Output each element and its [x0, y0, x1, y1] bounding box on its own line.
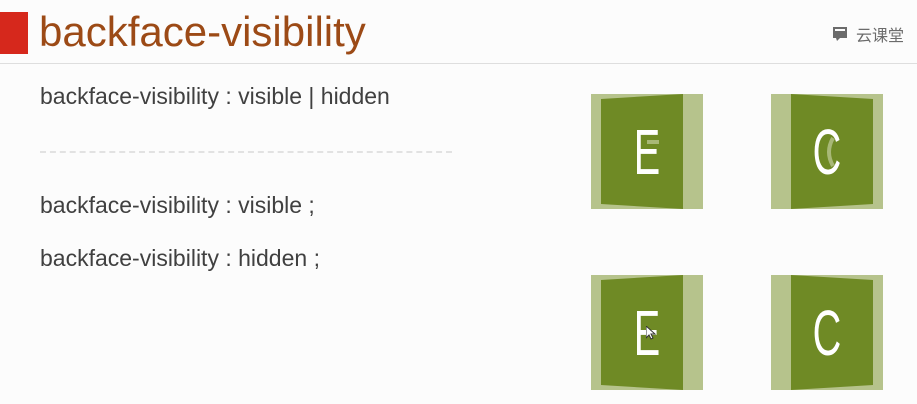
brand-logo-text: 云课堂: [856, 28, 905, 45]
card-letter: C: [812, 296, 842, 369]
syntax-line: backface-visibility : visible | hidden: [40, 83, 390, 109]
mouse-pointer-icon: [645, 324, 657, 340]
dashed-divider: [40, 151, 452, 153]
hidden-example-line: backface-visibility : hidden ;: [40, 245, 320, 271]
slide-deck-icon: [832, 26, 850, 42]
flip-card-c-hidden: C: [771, 275, 883, 390]
title-accent-bar: [0, 12, 28, 54]
flip-card-e-hidden: E: [591, 275, 703, 390]
card-letter: C: [812, 115, 842, 188]
title-divider: [0, 63, 917, 64]
brand-logo: 云课堂: [832, 22, 904, 46]
flip-card-c-visible: C: [771, 94, 883, 209]
slide-title: backface-visibility: [39, 8, 366, 55]
card-letter: E: [633, 115, 661, 188]
visible-example-line: backface-visibility : visible ;: [40, 192, 315, 218]
flip-card-e-visible: E: [591, 94, 703, 209]
